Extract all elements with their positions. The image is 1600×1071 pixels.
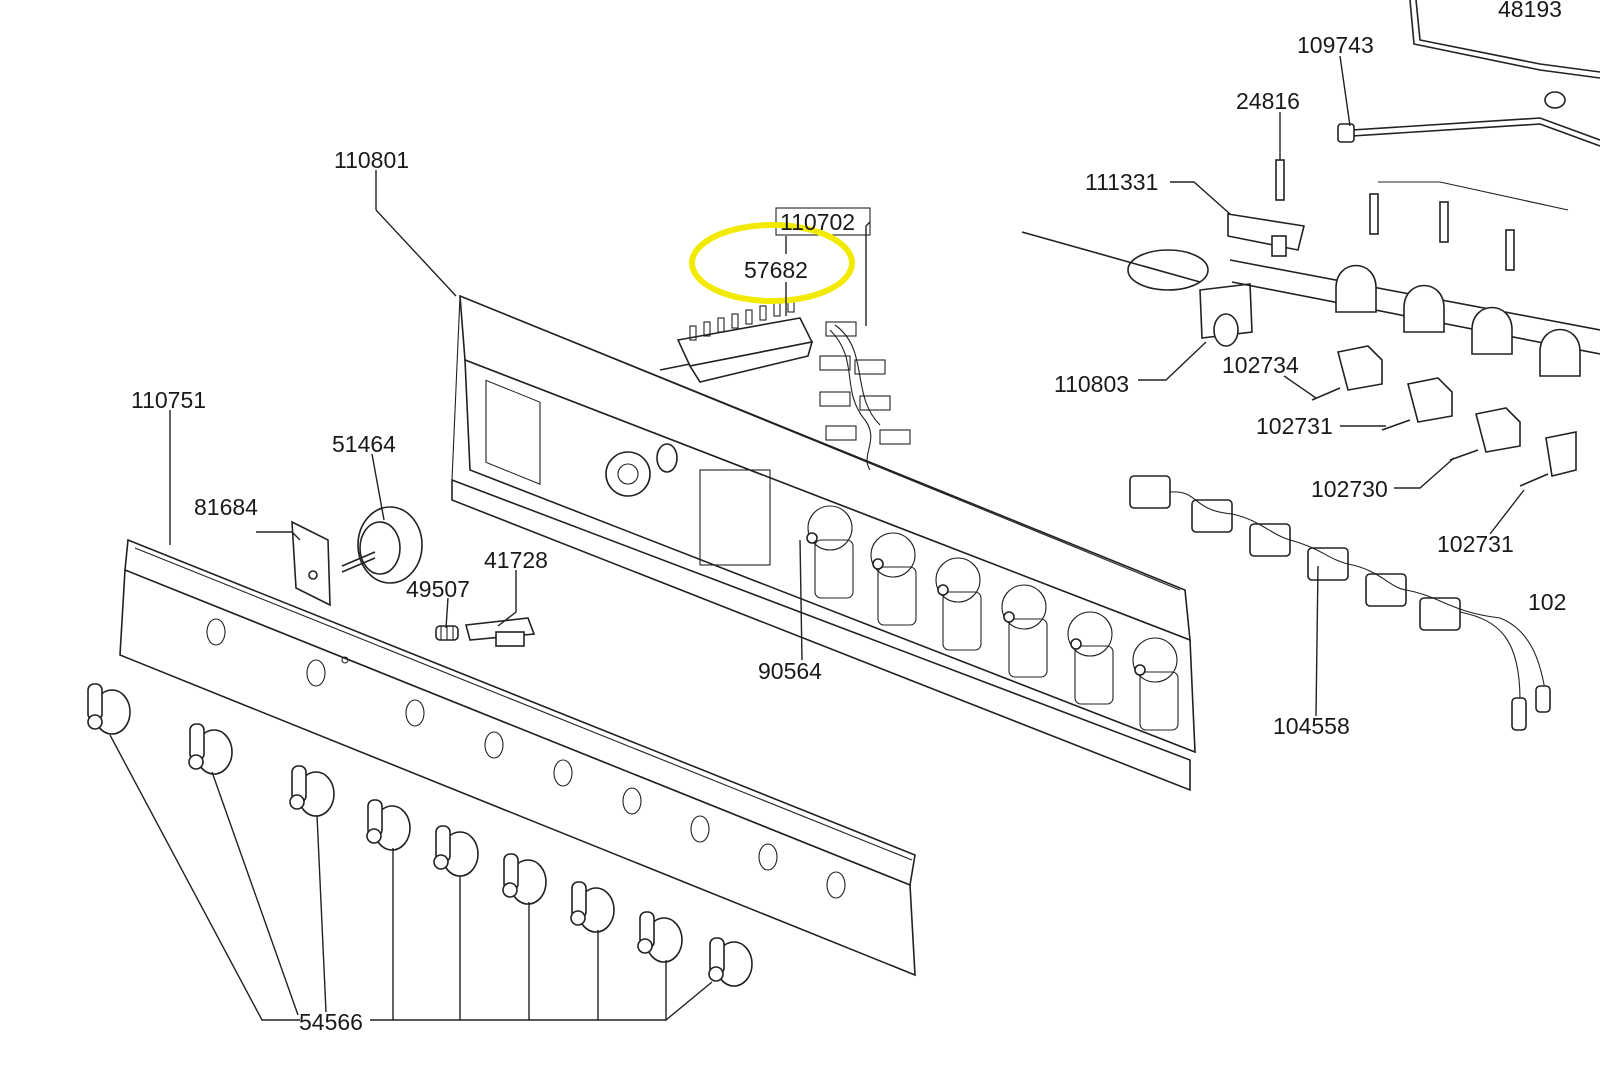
selector-switch-57682[interactable] bbox=[659, 297, 814, 383]
motor-51464[interactable] bbox=[341, 506, 423, 584]
label-102734: 102734 bbox=[1222, 352, 1299, 378]
label-48193: 48193 bbox=[1498, 0, 1562, 22]
label-102-cut: 102 bbox=[1528, 589, 1566, 615]
screws-24816[interactable] bbox=[1275, 159, 1569, 271]
gas-pipe-109743[interactable] bbox=[1337, 0, 1600, 147]
label-102730: 102730 bbox=[1311, 476, 1388, 502]
ignition-sensors-104558[interactable] bbox=[1129, 475, 1551, 731]
wiring-harness-110702[interactable] bbox=[819, 321, 911, 471]
knob-hinges-54566[interactable] bbox=[87, 683, 753, 987]
label-57682[interactable]: 57682 bbox=[744, 257, 808, 283]
label-111331: 111331 bbox=[1085, 169, 1158, 195]
label-110801: 110801 bbox=[334, 147, 409, 173]
switch-41728[interactable] bbox=[464, 617, 536, 647]
bracket-81684[interactable] bbox=[291, 520, 331, 607]
label-110702: 110702 bbox=[780, 209, 855, 235]
label-81684: 81684 bbox=[194, 494, 258, 520]
label-110803: 110803 bbox=[1054, 371, 1129, 397]
label-49507: 49507 bbox=[406, 576, 470, 602]
label-109743: 109743 bbox=[1297, 32, 1374, 58]
spring-49507[interactable] bbox=[435, 625, 459, 641]
label-90564: 90564 bbox=[758, 658, 822, 684]
label-51464: 51464 bbox=[332, 431, 396, 457]
burner-clips-row[interactable] bbox=[1335, 264, 1581, 377]
part-labels: 48193 109743 24816 110801 111331 110702 … bbox=[131, 0, 1566, 1035]
gas-valves-102734-102731-102730[interactable] bbox=[1311, 345, 1577, 487]
label-102731-b: 102731 bbox=[1437, 531, 1514, 557]
label-104558: 104558 bbox=[1273, 713, 1350, 739]
label-24816: 24816 bbox=[1236, 88, 1300, 114]
label-102731-a: 102731 bbox=[1256, 413, 1333, 439]
label-54566: 54566 bbox=[299, 1009, 363, 1035]
label-110751: 110751 bbox=[131, 387, 206, 413]
highlight-circle-57682 bbox=[689, 222, 855, 304]
fascia-110751[interactable] bbox=[119, 538, 916, 977]
bracket-111331[interactable] bbox=[1227, 213, 1305, 257]
leader-lines-54566 bbox=[109, 734, 713, 1021]
label-41728: 41728 bbox=[484, 547, 548, 573]
leader-lines bbox=[169, 55, 1525, 717]
control-panel-110801[interactable] bbox=[451, 294, 1196, 792]
